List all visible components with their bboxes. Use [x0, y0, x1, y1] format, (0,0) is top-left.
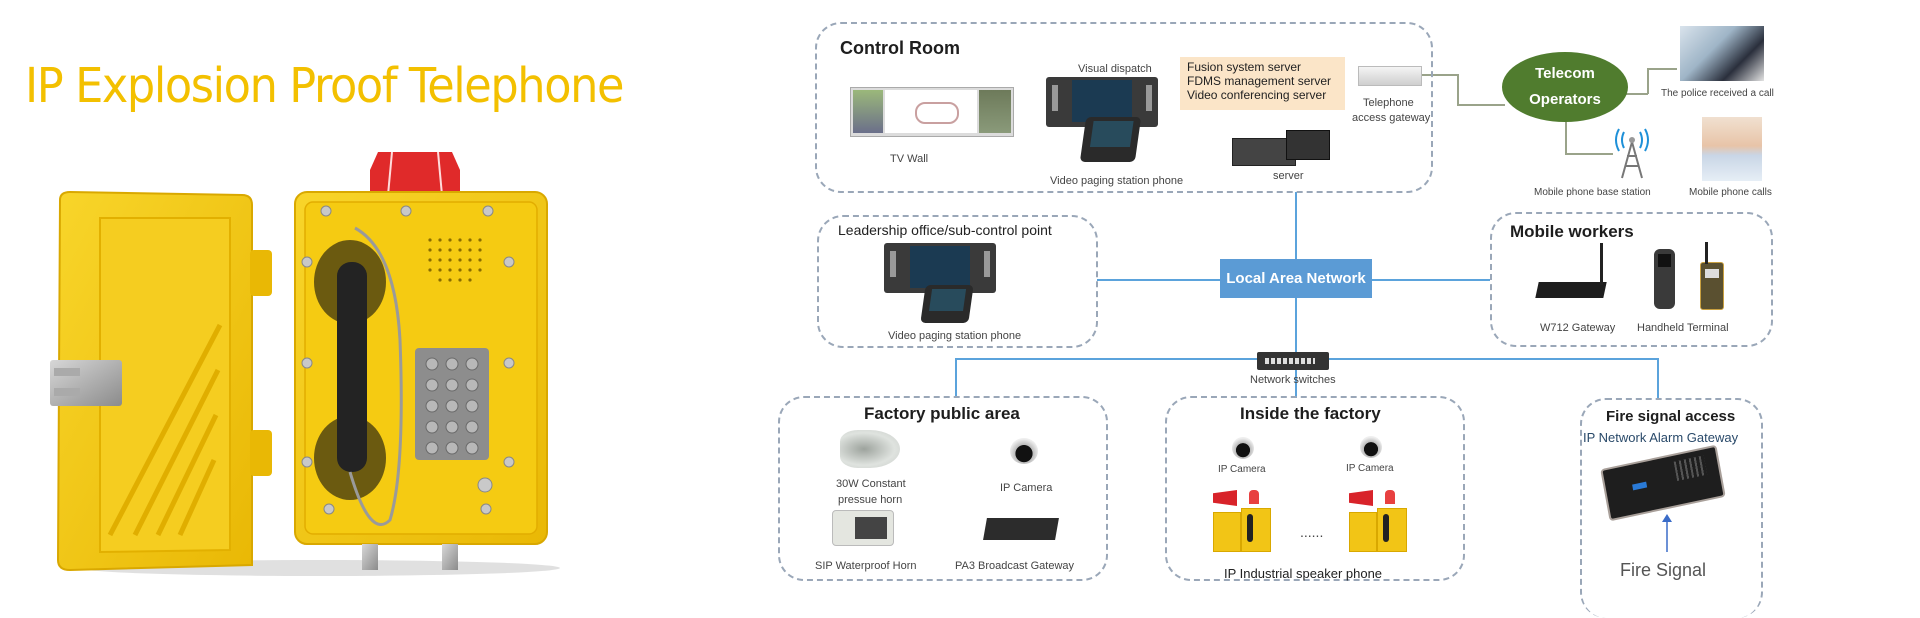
pa3-gateway-image — [983, 518, 1059, 540]
connector-bus-to-fire — [1657, 358, 1659, 398]
alarm-gateway-label: IP Network Alarm Gateway — [1583, 430, 1739, 445]
fire-signal-arrow-icon — [1662, 514, 1672, 552]
connector-telecom-to-police-v — [1647, 68, 1649, 94]
lan-label: Local Area Network — [1226, 270, 1366, 287]
police-label: The police received a call — [1661, 88, 1774, 99]
switch-label: Network switches — [1250, 374, 1336, 386]
telephone-gateway-image — [1358, 66, 1422, 86]
network-switch-image — [1257, 352, 1329, 370]
speaker-phone-1-image — [1213, 490, 1271, 552]
police-photo — [1680, 26, 1764, 81]
connector-control-to-lan — [1295, 192, 1297, 259]
fusion-server-box — [1180, 57, 1345, 110]
product-image-telephone — [40, 140, 580, 580]
connector-bus-to-factory-public — [955, 358, 957, 397]
control-room-group — [815, 22, 1433, 193]
radio-antenna — [1705, 242, 1708, 264]
video-paging-phone-image — [1079, 117, 1142, 162]
ip-camera-1-label: IP Camera — [1218, 464, 1266, 475]
fusion-line-2: FDMS management server — [1187, 74, 1332, 88]
telecom-line-2: Operators — [1529, 91, 1601, 108]
horn-image — [840, 430, 900, 468]
control-room-title: Control Room — [840, 38, 960, 58]
fusion-line-3: Video conferencing server — [1187, 88, 1327, 102]
ip-camera-1-image — [1232, 437, 1254, 459]
gateway-label-line1: Telephone — [1363, 97, 1414, 109]
horn-label-line1: 30W Constant — [836, 478, 906, 490]
connector-telecom-to-police-h2 — [1647, 68, 1677, 70]
leadership-title: Leadership office/sub-control point — [838, 222, 1052, 238]
mobile-call-photo — [1702, 117, 1762, 181]
mobile-calls-label: Mobile phone calls — [1689, 187, 1772, 198]
telecom-operators-node: Telecom Operators — [1502, 52, 1628, 122]
ellipsis-label: ...... — [1300, 524, 1324, 540]
gateway-label-line2: access gateway — [1352, 112, 1431, 124]
door-panel — [50, 190, 272, 572]
connector-lan-to-mobile — [1372, 279, 1490, 281]
tv-wall-label: TV Wall — [890, 153, 929, 165]
inside-factory-title: Inside the factory — [1240, 404, 1381, 423]
fire-signal-title: Fire signal access — [1606, 408, 1736, 425]
server-image — [1232, 130, 1330, 166]
server-label: server — [1273, 170, 1304, 182]
page-title: IP Explosion Proof Telephone — [25, 58, 624, 114]
leadership-phone-image — [920, 285, 974, 323]
connector-gateway-to-telecom-h1 — [1418, 74, 1458, 76]
leadership-console — [884, 243, 996, 293]
sip-horn-label: SIP Waterproof Horn — [815, 560, 917, 572]
video-paging-label: Video paging station phone — [1050, 175, 1184, 187]
fusion-server-list: Fusion system server FDMS management ser… — [1187, 60, 1331, 102]
fusion-line-1: Fusion system server — [1187, 60, 1302, 74]
ip-camera-label: IP Camera — [1000, 482, 1053, 494]
inside-factory-group — [1165, 396, 1465, 581]
connector-telecom-to-tower-h — [1565, 153, 1613, 155]
telecom-line-1: Telecom — [1535, 65, 1595, 82]
handset — [337, 262, 367, 472]
connector-leadership-to-lan — [1097, 279, 1220, 281]
handheld-label: Handheld Terminal — [1637, 322, 1729, 334]
leadership-group — [817, 215, 1098, 348]
ip-camera-2-label: IP Camera — [1346, 463, 1394, 474]
gateway-antenna — [1600, 243, 1603, 285]
fire-signal-label: Fire Signal — [1620, 560, 1707, 580]
lan-node: Local Area Network — [1220, 259, 1372, 298]
phone-body — [294, 191, 548, 570]
speaker-phone-label: IP Industrial speaker phone — [1224, 566, 1383, 581]
factory-public-group — [778, 396, 1108, 581]
factory-public-title: Factory public area — [864, 404, 1020, 423]
speaker-phone-2-image — [1349, 490, 1407, 552]
mobile-workers-title: Mobile workers — [1510, 222, 1634, 241]
w712-gateway-image — [1535, 282, 1607, 298]
fire-signal-group — [1580, 398, 1763, 618]
connector-gateway-to-telecom-v — [1457, 74, 1459, 105]
visual-dispatch-label: Visual dispatch — [1078, 63, 1152, 75]
connector-lan-to-switch — [1295, 298, 1297, 398]
connector-telecom-to-tower-v — [1565, 121, 1567, 154]
connector-gateway-to-telecom-h2 — [1457, 104, 1505, 106]
pa3-label: PA3 Broadcast Gateway — [955, 560, 1075, 572]
handset-phone-image — [1654, 249, 1675, 309]
connector-telecom-to-police-h — [1626, 93, 1648, 95]
red-beacon — [370, 151, 460, 196]
telephone-illustration — [50, 151, 560, 576]
horn-label-line2: pressue horn — [838, 494, 903, 506]
leadership-device-label: Video paging station phone — [888, 330, 1022, 342]
w712-label: W712 Gateway — [1540, 322, 1616, 334]
ip-camera-image — [1010, 438, 1038, 464]
ip-camera-2-image — [1360, 436, 1382, 458]
radio-terminal-image — [1700, 262, 1724, 310]
base-station-label: Mobile phone base station — [1534, 187, 1651, 198]
tv-wall-image — [850, 87, 1014, 137]
sip-horn-image — [832, 510, 894, 546]
base-station-icon — [1615, 128, 1649, 179]
mobile-workers-group — [1490, 212, 1773, 347]
